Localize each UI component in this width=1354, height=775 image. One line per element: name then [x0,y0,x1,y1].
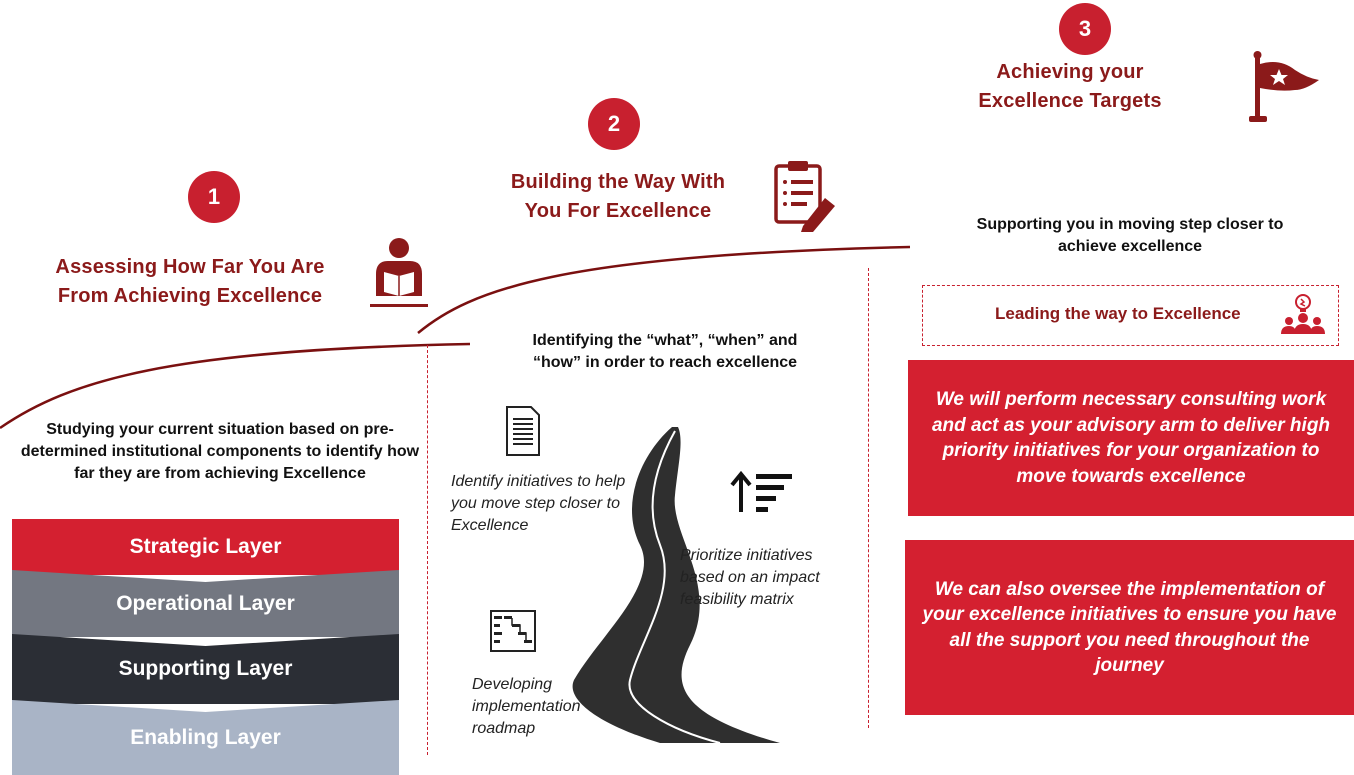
flag-star-icon [1249,51,1319,122]
leading-box [922,285,1339,346]
roadmap-step-prioritize: Prioritize initiatives based on an impac… [680,547,820,608]
team-idea-icon [1281,294,1325,334]
sort-ascending-icon [730,470,792,512]
road-illustration [572,427,780,744]
person-reading-icon [370,238,428,307]
stage-3-number: 3 [1059,3,1111,55]
roadmap-step-identify: Identify initiatives to help you move st… [451,473,626,534]
stage-1-number: 1 [188,171,240,223]
layer-enabling: Enabling Layer [12,700,399,775]
separator-1 [427,345,428,755]
leading-label: Leading the way to Excellence [995,304,1241,323]
stage-2-number: 2 [588,98,640,150]
stage-1-description: Studying your current situation based on… [20,421,420,482]
gantt-chart-icon [490,610,536,652]
layer-strategic: Strategic Layer [12,519,399,575]
stage-1-title: Assessing How Far You Are From Achieving… [55,256,325,307]
stage-2-description: Identifying the “what”, “when” and “how”… [532,332,798,371]
offer-advisory: We will perform necessary consulting wor… [908,360,1354,516]
roadmap-step-developing: Developing implementation roadmap [472,676,581,737]
stage-3-description: Supporting you in moving step closer to … [976,216,1284,255]
separator-2 [868,268,869,728]
document-icon [506,406,540,456]
clipboard-pen-icon [774,161,835,232]
offer-oversee: We can also oversee the implementation o… [905,540,1354,715]
stage-3-title: Achieving your Excellence Targets [978,61,1162,112]
stage-2-title: Building the Way With You For Excellence [510,171,726,222]
